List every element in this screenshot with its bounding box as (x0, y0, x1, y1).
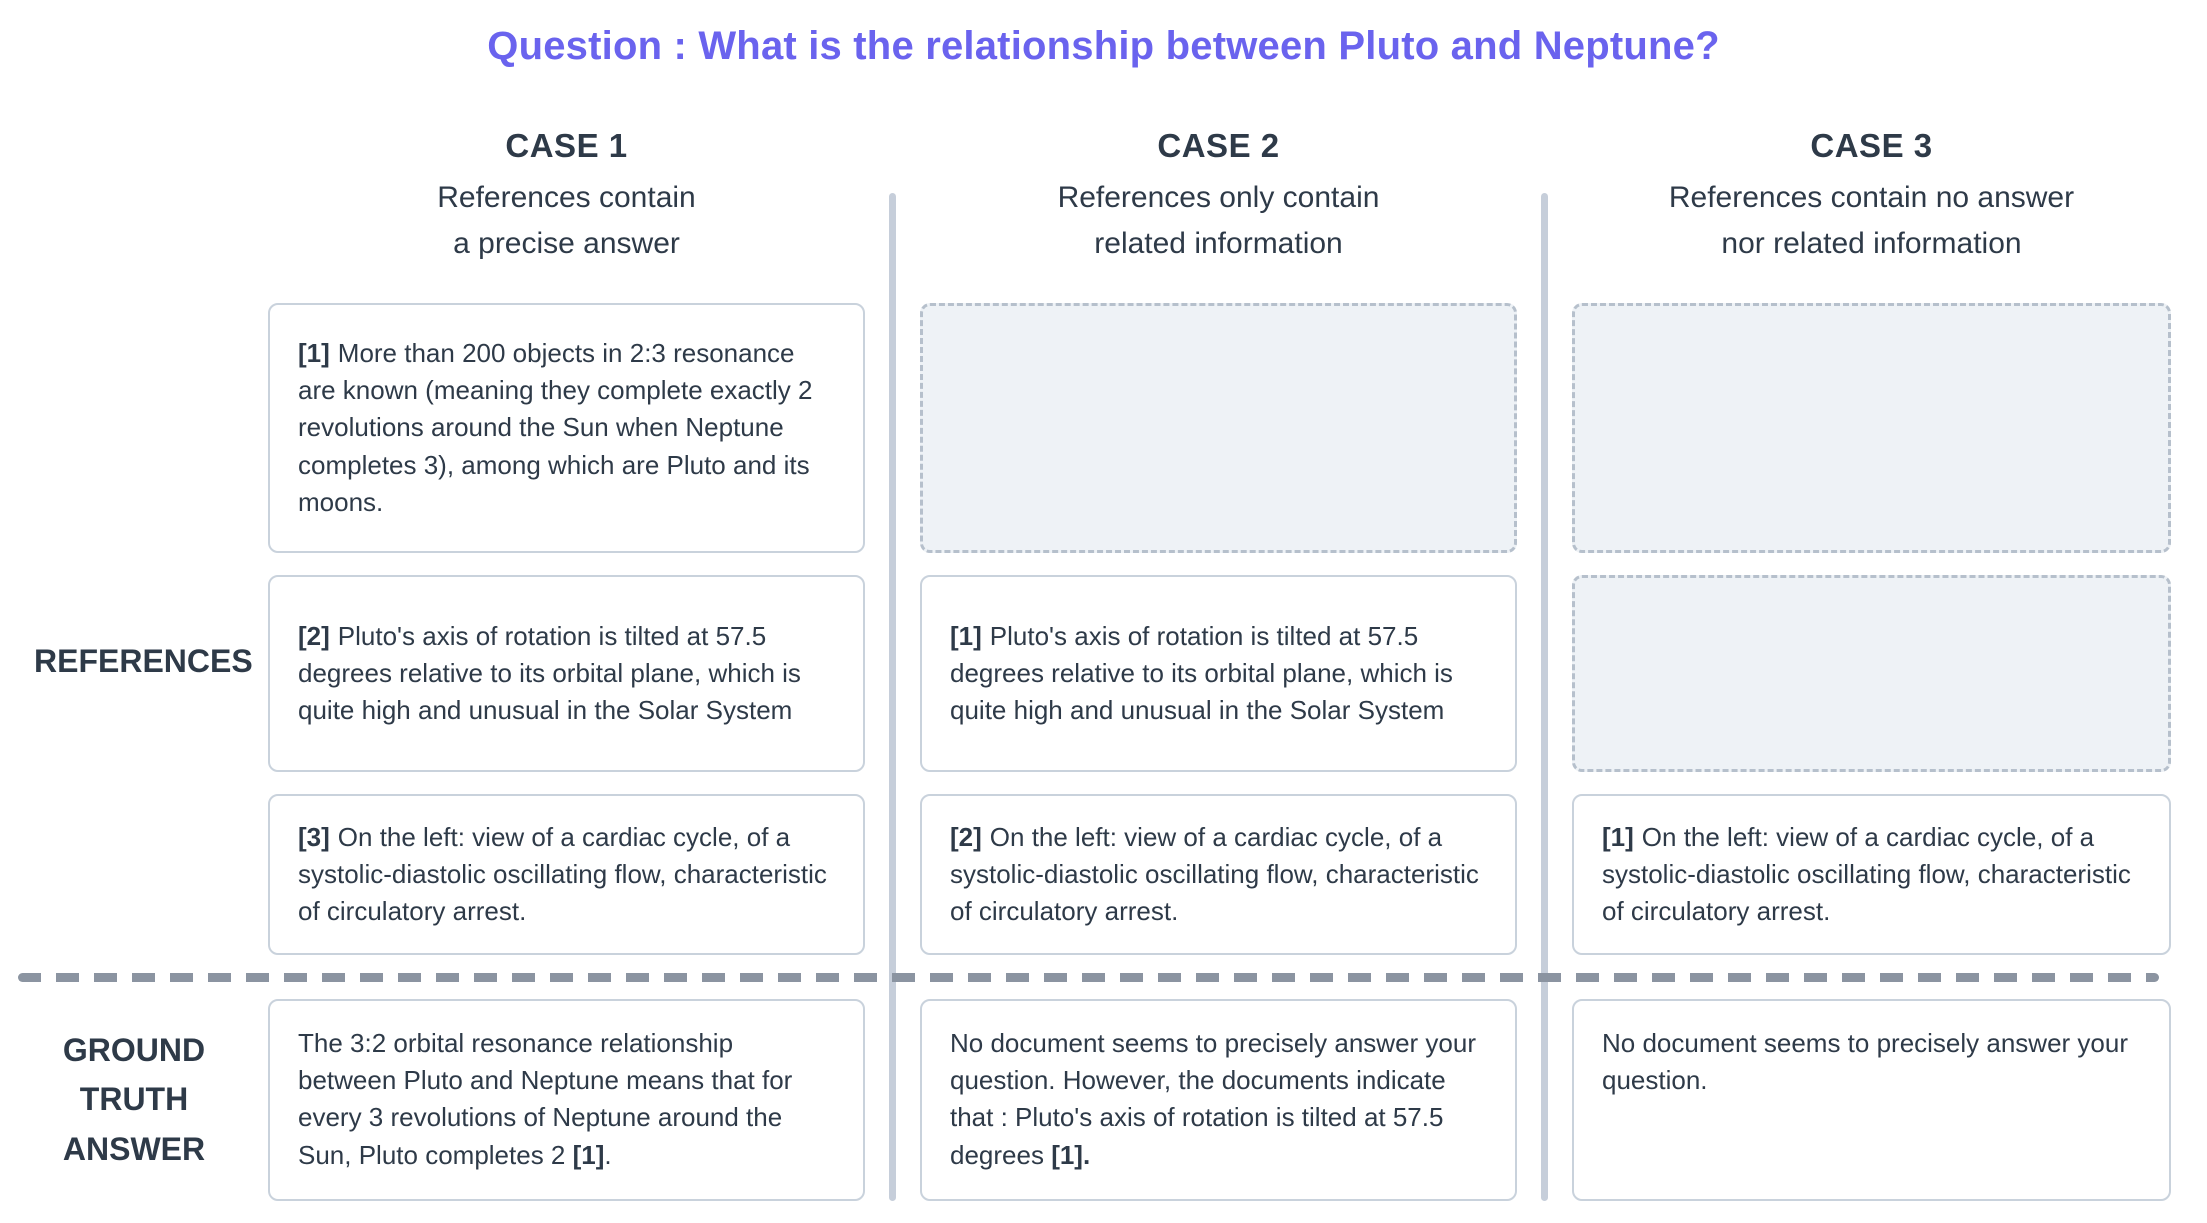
case3-reference-1-box: [1]On the left: view of a cardiac cycle,… (1572, 794, 2171, 955)
case-2-label: CASE 2 (1157, 127, 1280, 164)
reference-text: [1]More than 200 objects in 2:3 resonanc… (298, 338, 813, 517)
column-divider-1 (889, 193, 896, 1201)
case2-reference-1-empty-box (920, 303, 1517, 553)
case1-reference-2-box: [2]Pluto's axis of rotation is tilted at… (268, 575, 865, 772)
reference-marker: [1] (950, 620, 982, 651)
reference-marker: [3] (298, 821, 330, 852)
reference-marker: [2] (298, 620, 330, 651)
reference-marker: [2] (950, 821, 982, 852)
case-2-header: CASE 2 References only contain related i… (920, 113, 1517, 303)
case1-reference-1-box: [1]More than 200 objects in 2:3 resonanc… (268, 303, 865, 553)
reference-text: [1]Pluto's axis of rotation is tilted at… (950, 620, 1453, 726)
case-1-header: CASE 1 References contain a precise answ… (268, 113, 865, 303)
case2-reference-2-box: [2]On the left: view of a cardiac cycle,… (920, 794, 1517, 955)
case-2-subtitle-line1: References only contain (1057, 181, 1380, 214)
reference-text: [3]On the left: view of a cardiac cycle,… (298, 821, 827, 927)
case3-reference-2-empty-box (1572, 575, 2171, 772)
case1-answer-box: The 3:2 orbital resonance relationship b… (268, 999, 865, 1201)
case3-reference-1-empty-box (1572, 303, 2171, 553)
ground-truth-row-label: GROUND TRUTH ANSWER (62, 1031, 206, 1167)
case-3-header: CASE 3 References contain no answer nor … (1572, 113, 2171, 303)
references-row-label: REFERENCES (34, 642, 253, 679)
answer-citation-marker: [1]. (1051, 1139, 1091, 1170)
case-1-label: CASE 1 (505, 127, 628, 164)
reference-text: [2]On the left: view of a cardiac cycle,… (950, 821, 1479, 927)
case-3-subtitle-line2: nor related information (1721, 226, 2022, 260)
answer-text: The 3:2 orbital resonance relationship b… (298, 1028, 793, 1170)
case-1-subtitle: References contain a precise answer (268, 175, 865, 266)
case-3-subtitle-line1: References contain no answer (1668, 181, 2075, 214)
case2-answer-box: No document seems to precisely answer yo… (920, 999, 1517, 1201)
answer-text-post: . (604, 1139, 612, 1170)
reference-marker: [1] (298, 338, 330, 369)
page-title: Question : What is the relationship betw… (487, 24, 1720, 68)
cases-grid: CASE 1 References contain a precise answ… (0, 113, 2207, 1201)
answer-citation-marker: [1] (572, 1139, 605, 1170)
case-2-subtitle-line2: related information (1094, 226, 1343, 260)
case-2-subtitle: References only contain related informat… (920, 175, 1517, 266)
case-3-label: CASE 3 (1810, 127, 1933, 164)
case1-reference-3-box: [3]On the left: view of a cardiac cycle,… (268, 794, 865, 955)
reference-text: [2]Pluto's axis of rotation is tilted at… (298, 620, 801, 726)
reference-marker: [1] (1602, 821, 1634, 852)
answer-text: No document seems to precisely answer yo… (950, 1028, 1477, 1170)
row-divider-dashed (18, 972, 2159, 982)
reference-text: [1]On the left: view of a cardiac cycle,… (1602, 821, 2131, 927)
case2-reference-1-box: [1]Pluto's axis of rotation is tilted at… (920, 575, 1517, 772)
case3-answer-box: No document seems to precisely answer yo… (1572, 999, 2171, 1201)
case-3-subtitle: References contain no answer nor related… (1572, 175, 2171, 266)
column-divider-2 (1541, 193, 1548, 1201)
answer-text: No document seems to precisely answer yo… (1602, 1028, 2129, 1096)
case-1-subtitle-line2: a precise answer (453, 226, 680, 260)
case-1-subtitle-line1: References contain (437, 181, 696, 214)
